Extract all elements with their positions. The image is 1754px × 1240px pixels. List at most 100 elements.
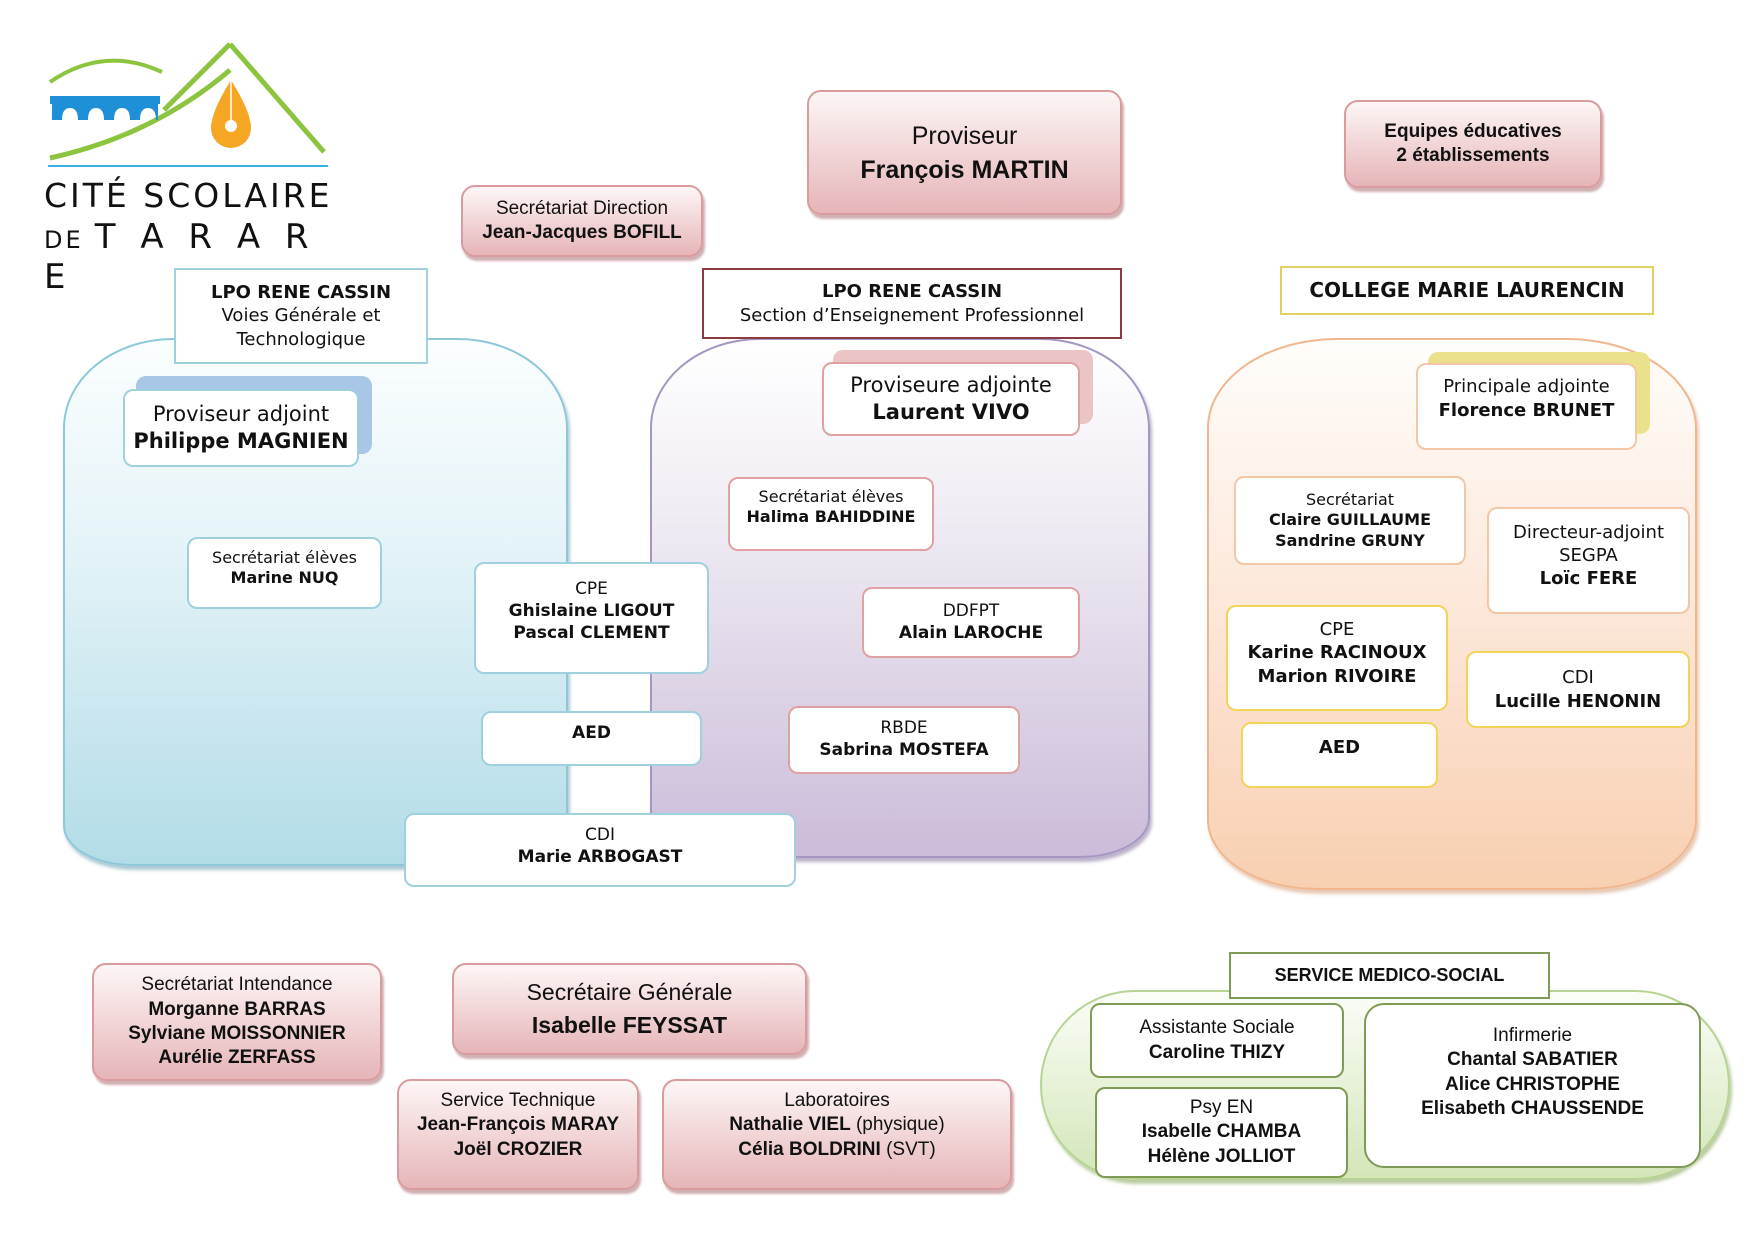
secretariat-college-name-2: Sandrine GRUNY — [1275, 530, 1425, 550]
segpa-role-2: SEGPA — [1559, 544, 1618, 566]
cpe-lpo-role: CPE — [575, 579, 608, 600]
rbde-box[interactable]: RBDE Sabrina MOSTEFA — [788, 706, 1020, 774]
laboratoires-name-1: Nathalie VIEL — [729, 1114, 851, 1136]
lpo-vgt-header: LPO RENE CASSIN Voies Générale et Techno… — [174, 268, 428, 364]
secretariat-direction-name: Jean-Jacques BOFILL — [482, 222, 682, 243]
secretariat-intendance-name-2: Sylviane MOISSONNIER — [128, 1023, 346, 1044]
laboratoires-box[interactable]: Laboratoires Nathalie VIEL (physique) Cé… — [662, 1079, 1012, 1190]
secretaire-generale-box[interactable]: Secrétaire Générale Isabelle FEYSSAT — [452, 963, 807, 1055]
secretariat-college-name-1: Claire GUILLAUME — [1268, 510, 1432, 530]
proviseur-box[interactable]: Proviseur François MARTIN — [807, 90, 1122, 215]
ddfpt-box[interactable]: DDFPT Alain LAROCHE — [862, 587, 1080, 658]
assistante-sociale-box[interactable]: Assistante Sociale Caroline THIZY — [1090, 1003, 1344, 1078]
secretariat-eleves-vgt-box[interactable]: Secrétariat élèves Marine NUQ — [187, 537, 382, 609]
secretaire-generale-role: Secrétaire Générale — [526, 978, 733, 1005]
proviseur-name: François MARTIN — [860, 155, 1069, 184]
ddfpt-name: Alain LAROCHE — [898, 622, 1044, 643]
lpo-vgt-title: LPO RENE CASSIN — [210, 282, 392, 304]
aed-college-box[interactable]: AED — [1241, 722, 1438, 788]
lpo-vgt-subtitle-1: Voies Générale et — [221, 305, 381, 327]
secretariat-eleves-sep-role: Secrétariat élèves — [758, 486, 904, 506]
secretariat-intendance-name-1: Morganne BARRAS — [148, 998, 326, 1020]
rbde-role: RBDE — [880, 718, 928, 739]
aed-lpo-box[interactable]: AED — [481, 711, 702, 766]
laboratoires-name-2: Célia BOLDRINI — [738, 1138, 881, 1160]
cpe-college-name-2: Marion RIVOIRE — [1257, 665, 1417, 687]
segpa-name: Loïc FERE — [1539, 568, 1638, 590]
lpo-sep-subtitle: Section d’Enseignement Professionnel — [739, 304, 1085, 326]
secretariat-college-role: Secrétariat — [1305, 489, 1395, 509]
assistante-sociale-role: Assistante Sociale — [1139, 1017, 1295, 1039]
proviseure-adjointe-box[interactable]: Proviseure adjointe Laurent VIVO — [822, 362, 1080, 436]
infirmerie-role: Infirmerie — [1492, 1024, 1573, 1046]
infirmerie-name-2: Alice CHRISTOPHE — [1445, 1073, 1620, 1095]
cpe-lpo-name-1: Ghislaine LIGOUT — [508, 601, 675, 622]
secretariat-intendance-role: Secrétariat Intendance — [141, 974, 333, 996]
service-technique-role: Service Technique — [440, 1090, 596, 1112]
secretariat-direction-role: Secrétariat Direction — [495, 197, 669, 219]
medico-social-title: SERVICE MEDICO-SOCIAL — [1274, 964, 1505, 985]
psy-en-role: Psy EN — [1189, 1097, 1254, 1119]
infirmerie-name-1: Chantal SABATIER — [1447, 1049, 1618, 1071]
cdi-lpo-role: CDI — [585, 825, 615, 846]
secretariat-eleves-sep-box[interactable]: Secrétariat élèves Halima BAHIDDINE — [728, 477, 934, 551]
cpe-lpo-name-2: Pascal CLEMENT — [513, 622, 670, 643]
laboratoires-detail-2: (SVT) — [886, 1138, 936, 1160]
lpo-sep-header: LPO RENE CASSIN Section d’Enseignement P… — [702, 268, 1122, 339]
cdi-lpo-name: Marie ARBOGAST — [517, 847, 683, 867]
equipes-educatives-box[interactable]: Equipes éducatives 2 établissements — [1344, 100, 1602, 188]
lpo-sep-title: LPO RENE CASSIN — [821, 281, 1003, 303]
cpe-lpo-box[interactable]: CPE Ghislaine LIGOUT Pascal CLEMENT — [474, 562, 709, 674]
laboratoires-line-1: Nathalie VIEL (physique) — [729, 1113, 944, 1137]
cdi-college-role: CDI — [1562, 667, 1594, 689]
principale-adjointe-box[interactable]: Principale adjointe Florence BRUNET — [1416, 363, 1637, 450]
secretariat-college-box[interactable]: Secrétariat Claire GUILLAUME Sandrine GR… — [1234, 476, 1466, 565]
equipes-line1: Equipes éducatives — [1384, 120, 1562, 142]
laboratoires-detail-1: (physique) — [855, 1114, 945, 1136]
cdi-college-box[interactable]: CDI Lucille HENONIN — [1466, 651, 1690, 728]
secretariat-eleves-vgt-name: Marine NUQ — [230, 568, 339, 587]
service-technique-name-2: Joël CROZIER — [453, 1138, 583, 1160]
cpe-college-role: CPE — [1319, 619, 1355, 641]
infirmerie-name-3: Elisabeth CHAUSSENDE — [1421, 1097, 1644, 1119]
secretariat-eleves-sep-name: Halima BAHIDDINE — [746, 507, 916, 526]
psy-en-box[interactable]: Psy EN Isabelle CHAMBA Hélène JOLLIOT — [1095, 1087, 1348, 1178]
secretariat-intendance-box[interactable]: Secrétariat Intendance Morganne BARRAS S… — [92, 963, 382, 1081]
aed-college-label: AED — [1318, 737, 1361, 758]
laboratoires-line-2: Célia BOLDRINI (SVT) — [738, 1138, 935, 1162]
cdi-lpo-box[interactable]: CDI Marie ARBOGAST — [404, 813, 796, 887]
psy-en-name-1: Isabelle CHAMBA — [1141, 1121, 1302, 1143]
equipes-line2: 2 établissements — [1396, 145, 1550, 166]
service-technique-box[interactable]: Service Technique Jean-François MARAY Jo… — [397, 1079, 639, 1190]
rbde-name: Sabrina MOSTEFA — [819, 740, 989, 760]
infirmerie-box[interactable]: Infirmerie Chantal SABATIER Alice CHRIST… — [1364, 1003, 1701, 1168]
logo-text-line1: CITÉ SCOLAIRE — [44, 176, 333, 215]
principale-adjointe-role: Principale adjointe — [1443, 376, 1610, 398]
proviseure-adjointe-role: Proviseure adjointe — [850, 373, 1052, 398]
cpe-college-name-1: Karine RACINOUX — [1247, 642, 1427, 664]
service-technique-name-1: Jean-François MARAY — [416, 1114, 620, 1136]
segpa-role-1: Directeur-adjoint — [1512, 521, 1665, 543]
logo: CITÉ SCOLAIRE DE T A R A R E — [44, 40, 334, 297]
principale-adjointe-name: Florence BRUNET — [1438, 399, 1615, 421]
psy-en-name-2: Hélène JOLLIOT — [1147, 1145, 1296, 1167]
proviseur-role: Proviseur — [911, 121, 1018, 150]
secretariat-direction-box[interactable]: Secrétariat Direction Jean-Jacques BOFIL… — [461, 185, 703, 257]
logo-text-tarare: T A R A R E — [44, 217, 316, 297]
laboratoires-role: Laboratoires — [784, 1090, 890, 1112]
assistante-sociale-name: Caroline THIZY — [1148, 1041, 1286, 1063]
secretariat-eleves-vgt-role: Secrétariat élèves — [212, 547, 357, 567]
proviseure-adjointe-name: Laurent VIVO — [872, 400, 1030, 424]
cpe-college-box[interactable]: CPE Karine RACINOUX Marion RIVOIRE — [1226, 605, 1448, 711]
ddfpt-role: DDFPT — [942, 600, 1000, 621]
secretaire-generale-name: Isabelle FEYSSAT — [531, 1012, 728, 1038]
proviseur-adjoint-name: Philippe MAGNIEN — [133, 429, 349, 453]
cdi-college-name: Lucille HENONIN — [1494, 690, 1662, 712]
logo-text-de: DE — [44, 226, 84, 254]
segpa-box[interactable]: Directeur-adjoint SEGPA Loïc FERE — [1487, 507, 1690, 614]
aed-lpo-label: AED — [572, 723, 611, 743]
logo-text-line2: DE T A R A R E — [44, 217, 334, 297]
medico-social-header: SERVICE MEDICO-SOCIAL — [1229, 952, 1550, 999]
college-title: COLLEGE MARIE LAURENCIN — [1309, 277, 1625, 302]
proviseur-adjoint-box[interactable]: Proviseur adjoint Philippe MAGNIEN — [123, 389, 359, 467]
